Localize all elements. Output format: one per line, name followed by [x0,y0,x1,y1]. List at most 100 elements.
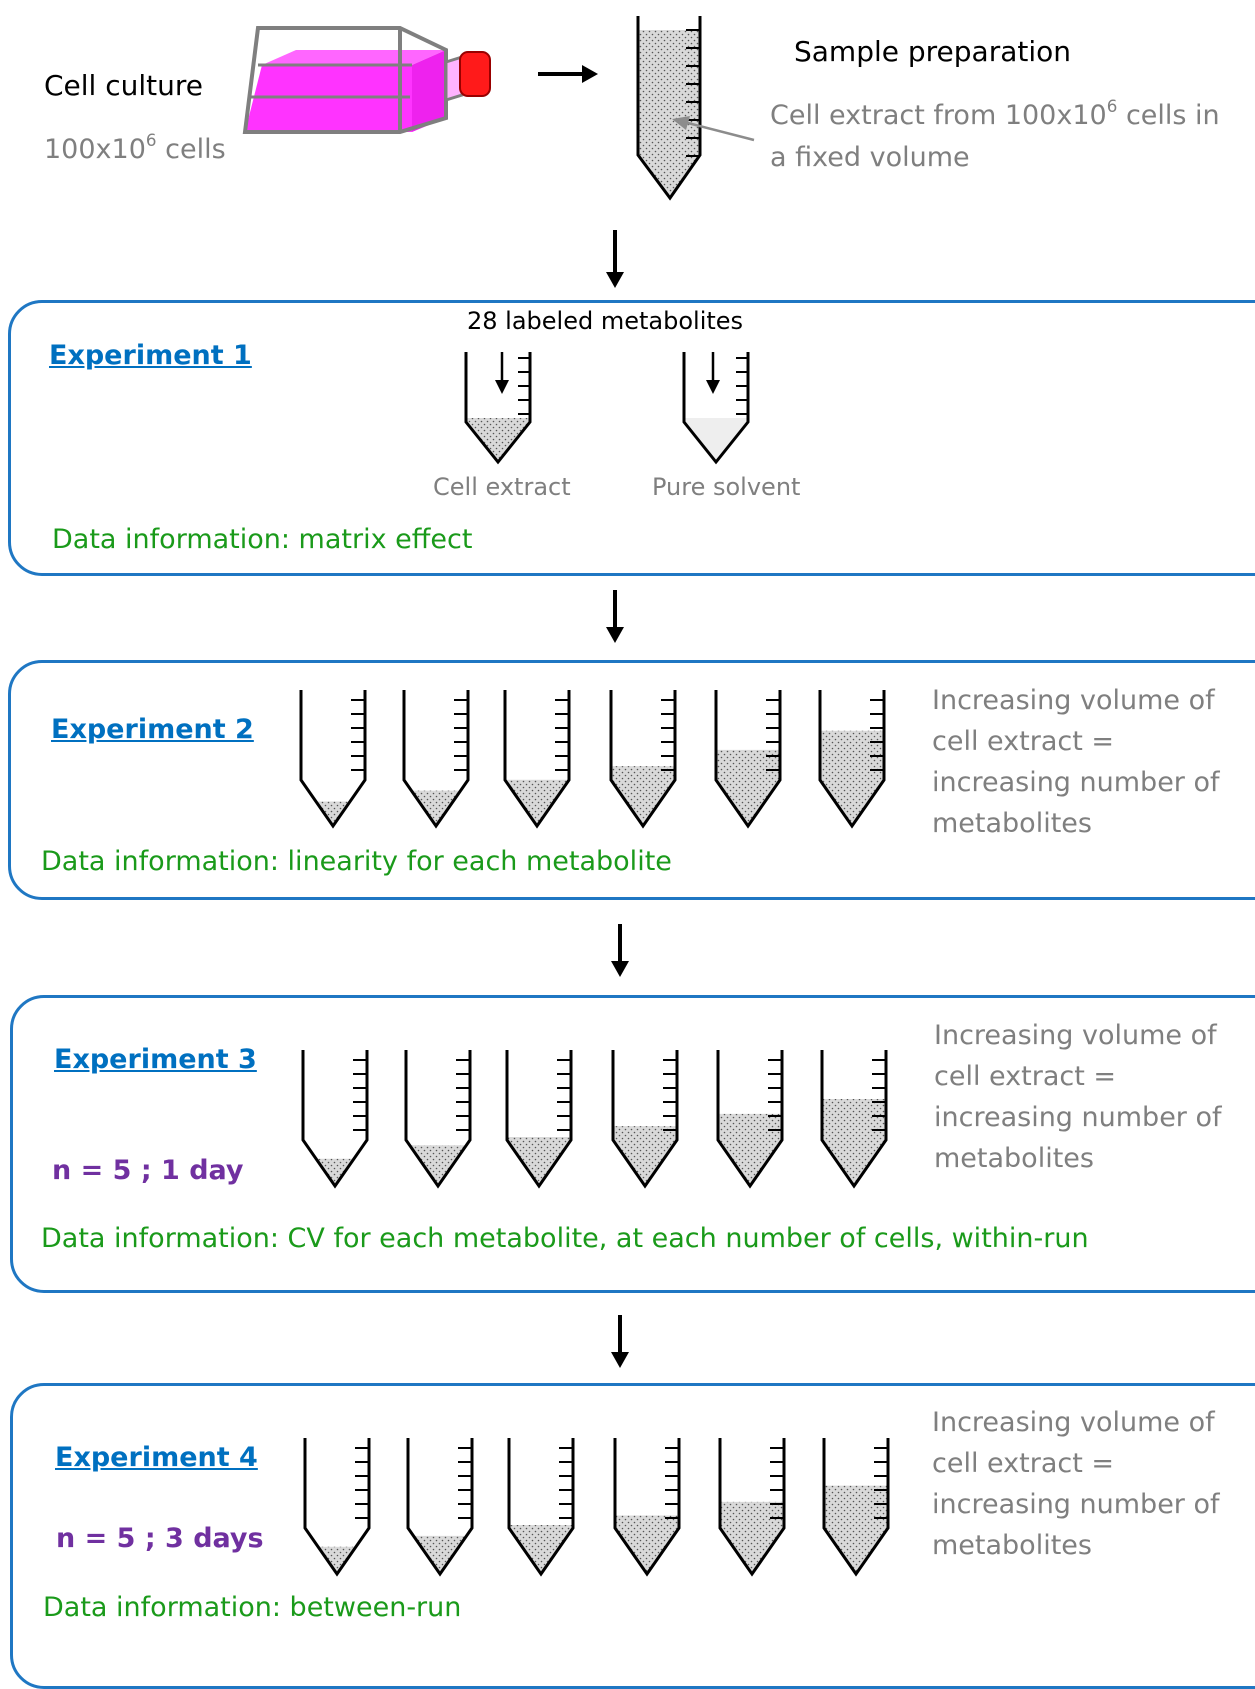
flow-arrow-down [611,924,629,977]
tube-pure-solvent-icon [682,352,750,465]
experiment-2-note-line: metabolites [932,808,1092,839]
tube-outline [507,1438,575,1577]
tube-icon [613,1438,681,1577]
tube-fill [509,1525,573,1574]
experiment-4-replicates: n = 5 ; 3 days [56,1523,264,1554]
tube-label-cell-extract: Cell extract [433,473,571,501]
tube-fill [720,1501,784,1574]
experiment-3-note-line: Increasing volume of [934,1020,1217,1051]
tube-fill [820,730,884,826]
tube-row-experiment-3 [301,1050,888,1189]
experiment-4-note-line: cell extract = [932,1448,1115,1479]
tube-icon [406,1438,474,1577]
experiment-1-title: Experiment 1 [49,340,252,371]
tube-row-experiment-2 [299,690,886,829]
tube-fill [615,1515,679,1574]
experiment-4-title: Experiment 4 [55,1442,258,1473]
tube-icon [818,690,886,829]
experiment-2-info: Data information: linearity for each met… [41,846,672,877]
tube-fill [505,779,569,826]
tube-outline [609,690,677,829]
tube-label-pure-solvent: Pure solvent [652,473,801,501]
tube-outline [820,1050,888,1189]
experiment-3-replicates: n = 5 ; 1 day [52,1155,244,1186]
tube-icon [303,1438,371,1577]
tube-icon [820,1050,888,1189]
tube-cell-extract-icon [464,352,532,465]
tube-outline [301,1050,369,1189]
tube-outline [822,1438,890,1577]
cell-count-base: 100x10 [44,134,146,165]
tube-icon [718,1438,786,1577]
tube-fill [611,766,675,826]
tube-fill [315,801,351,826]
sample-prep-tube-icon [636,16,755,201]
experiment-1-panel [8,300,1255,576]
experiment-3-note-line: increasing number of [934,1102,1222,1133]
tube-icon [507,1438,575,1577]
experiment-4-note-line: increasing number of [932,1489,1220,1520]
tube-icon [299,690,367,829]
note-pre: Cell extract from 100x10 [770,100,1107,131]
tube-fill [822,1098,886,1186]
tube-fill [507,1137,571,1186]
experiment-3-panel [10,995,1255,1293]
tube-icon [714,690,782,829]
tube-icon [404,1050,472,1189]
tube-fill [613,1126,677,1186]
tube-icon [503,690,571,829]
experiment-1-info: Data information: matrix effect [52,524,473,555]
tube-icon [301,1050,369,1189]
culture-flask-icon [242,26,491,134]
tube-outline [406,1438,474,1577]
tube-outline [714,690,782,829]
experiment-4-info: Data information: between-run [43,1592,462,1623]
tube-outline [613,1438,681,1577]
tube-fill [413,1535,467,1574]
tube-fill [716,749,780,826]
tube-outline [716,1050,784,1189]
tube-icon [822,1438,890,1577]
cell-count-exponent: 6 [145,130,157,151]
sample-prep-note-line1: Cell extract from 100x106 cells in [770,97,1220,131]
tube-outline [718,1438,786,1577]
tube-outline [404,1050,472,1189]
experiment-3-note-line: cell extract = [934,1061,1117,1092]
tube-fill [318,1546,356,1574]
tube-fill [409,1145,467,1186]
tube-outline [503,690,571,829]
flow-arrow-down [611,1315,629,1368]
sample-prep-note-line2: a fixed volume [770,142,970,173]
tube-fill [718,1113,782,1186]
tube-icon [609,690,677,829]
cell-count-unit: cells [156,134,226,165]
tube-outline [303,1438,371,1577]
tube-fill [411,790,461,826]
tube-icon [505,1050,573,1189]
note-post: cells in [1117,100,1220,131]
tube-outline [611,1050,679,1189]
experiment-2-note-line: Increasing volume of [932,685,1215,716]
note-exponent: 6 [1106,96,1118,117]
flow-arrow-down [606,230,624,288]
experiment-4-note-line: metabolites [932,1530,1092,1561]
tube-icon [716,1050,784,1189]
experiment-2-note-line: increasing number of [932,767,1220,798]
tube-fill [316,1158,354,1186]
tube-icon [402,690,470,829]
experiment-2-title: Experiment 2 [51,714,254,745]
tube-outline [818,690,886,829]
experiment-3-info: Data information: CV for each metabolite… [41,1223,1089,1254]
cell-count: 100x106 cells [44,131,226,165]
experiment-4-note-line: Increasing volume of [932,1407,1215,1438]
tube-outline [505,1050,573,1189]
tube-fill [824,1485,888,1574]
sample-prep-title: Sample preparation [794,35,1072,68]
tube-outline [299,690,367,829]
experiment-2-note-line: cell extract = [932,726,1115,757]
cell-culture-label: Cell culture [44,69,204,102]
tube-icon [611,1050,679,1189]
experiment-2-panel [8,660,1255,900]
experiment-3-note-line: metabolites [934,1143,1094,1174]
